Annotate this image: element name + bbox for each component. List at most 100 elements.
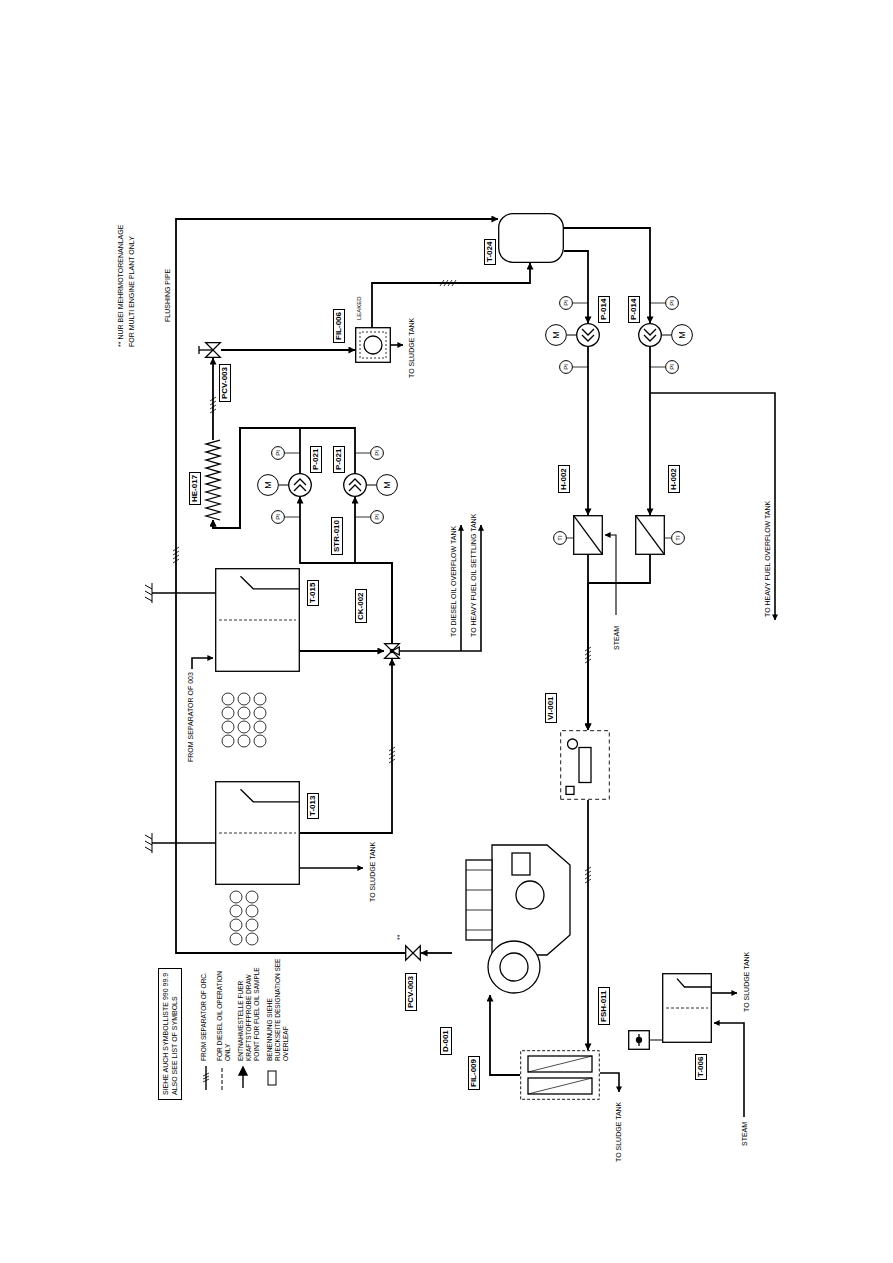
instrument-code: PI <box>559 296 573 310</box>
pipe-connector <box>300 497 392 643</box>
pipe-connector <box>372 263 530 327</box>
instrument-bubble: TI <box>553 531 567 545</box>
equipment-tag: P-021 <box>310 446 322 473</box>
leak-oil-tank: T-006 <box>662 973 712 1043</box>
instrument-bubble: PI <box>271 446 285 460</box>
shaft-link <box>662 335 671 336</box>
pressure-control-valve-symbol <box>405 945 421 961</box>
pipe-connector <box>213 428 300 528</box>
leak-oil-tank-symbol <box>662 973 712 1043</box>
instrument-bubble: PI <box>559 296 573 310</box>
pump: P-021 <box>343 473 367 497</box>
flow-switch-symbol <box>628 1030 650 1050</box>
legend-text: ENTNAHMESTELLE FUER KRAFTSTOFFPROBE DRAW… <box>237 957 261 1061</box>
duplex-filter: FIL-009 <box>520 1050 600 1100</box>
equipment-tag: T-024 <box>484 239 496 265</box>
legend-sample <box>201 1065 211 1091</box>
legend-row: ENTNAHMESTELLE FUER KRAFTSTOFFPROBE DRAW… <box>237 955 261 1091</box>
pump: P-014 <box>638 323 662 347</box>
instrument-code: PI <box>370 510 384 524</box>
annotation-label: STEAM <box>612 625 621 651</box>
motor-symbol: M <box>545 324 567 346</box>
equipment-tag: FSH-011 <box>598 987 610 1025</box>
day-tank: T-015 <box>215 568 300 672</box>
pipe-connector <box>212 358 214 440</box>
viscosimeter: VI-001 <box>560 730 610 800</box>
annotation-label: FLUSHING PIPE <box>163 268 172 323</box>
motor-symbol: M <box>671 324 693 346</box>
pipe-connector <box>649 347 651 515</box>
motor-letter: M <box>376 474 398 496</box>
diesel-engine: D-001 <box>452 835 572 995</box>
annotation-label: TO SLUDGE TANK <box>742 951 751 1013</box>
diesel-engine-symbol <box>452 835 572 995</box>
pressure-control-valve-symbol <box>205 342 221 358</box>
pipe-connector <box>587 800 589 1050</box>
equipment-tag: T-013 <box>307 793 319 819</box>
equipment-tag: VI-001 <box>545 693 557 723</box>
legend-row: FROM SEPARATOR OF ORC. <box>200 955 211 1091</box>
shaft-link <box>279 485 288 486</box>
motor-symbol: M <box>376 474 398 496</box>
heater-coil: HE-017 <box>205 440 221 520</box>
legend-sample <box>217 1065 227 1091</box>
pipe-connector <box>221 349 355 351</box>
instrument-code: PI <box>370 446 384 460</box>
annotation-label: TO SLUDGE TANK <box>407 317 416 379</box>
motor-symbol: M <box>257 474 279 496</box>
equipment-tag: T-006 <box>695 1054 707 1080</box>
shaft-link <box>367 485 376 486</box>
settling-tank: T-013 <box>215 781 300 885</box>
settling-tank-symbol <box>215 781 300 885</box>
filter: FIL-006 <box>355 327 391 363</box>
equipment-tag: PCV-003 <box>219 364 231 402</box>
instrument-bubble: PI <box>665 360 679 374</box>
pipe-connector <box>176 219 498 953</box>
shaft-link <box>567 335 576 336</box>
instrument-bubble: PI <box>370 446 384 460</box>
mixing-tank-symbol <box>498 213 564 263</box>
pipe-connector <box>355 497 392 643</box>
viscosimeter-symbol <box>560 730 610 800</box>
equipment-tag: FIL-006 <box>333 309 345 343</box>
day-tank-symbol <box>215 568 300 672</box>
instrument-code: PI <box>559 360 573 374</box>
pump-symbol <box>343 473 367 497</box>
pipe-connector <box>587 347 589 515</box>
fuel-heater: H-002 <box>573 515 603 555</box>
annotation-label: TO SLUDGE TANK <box>614 1101 623 1163</box>
equipment-tag: P-021 <box>333 446 345 473</box>
legend-sample <box>238 1065 248 1091</box>
legend-text: FROM SEPARATOR OF ORC. <box>200 957 208 1061</box>
note-box-text: SIEHE AUCH SYMBOLLISTE 990 99.9 <box>161 973 170 1095</box>
pump: P-021 <box>288 473 312 497</box>
annotation-label: ** NUR BEI MEHRMOTORENANLAGE <box>116 224 125 348</box>
pipe-connector <box>564 251 588 323</box>
pipe-connector <box>421 952 452 954</box>
equipment-tag: H-002 <box>558 465 570 493</box>
equipment-tag: H-002 <box>668 465 680 493</box>
fuel-heater-symbol <box>635 515 665 555</box>
instrument-code: PI <box>271 510 285 524</box>
pressure-control-valve: PCV-003 <box>205 342 221 358</box>
equipment-tag: T-015 <box>307 580 319 606</box>
pressure-control-valve: PCV-003 <box>405 945 421 961</box>
legend-text: BENENNUNG SIEHE RUECKSEITE DESIGNATION S… <box>266 957 290 1061</box>
motor-letter: M <box>671 324 693 346</box>
equipment-tag: STR-010 <box>331 517 343 555</box>
legend: FROM SEPARATOR OF ORC.FOR DIESEL OIL OPE… <box>200 955 295 1091</box>
pipe-connector <box>213 428 355 528</box>
pump-symbol <box>638 323 662 347</box>
annotation-label: STEAM <box>740 1121 749 1147</box>
equipment-tag: HE-017 <box>189 472 201 505</box>
annotation-label: TO DIESEL OIL OVERFLOW TANK <box>449 525 458 638</box>
instrument-bubble: PI <box>370 510 384 524</box>
mixing-tank: T-024 <box>498 213 564 263</box>
legend-row: BENENNUNG SIEHE RUECKSEITE DESIGNATION S… <box>266 955 290 1091</box>
pump: P-014 <box>576 323 600 347</box>
instrument-code: PI <box>665 296 679 310</box>
pipe-connector <box>490 995 520 1075</box>
flow-switch: FSH-011 <box>628 1030 650 1050</box>
equipment-tag: D-001 <box>440 1027 452 1055</box>
